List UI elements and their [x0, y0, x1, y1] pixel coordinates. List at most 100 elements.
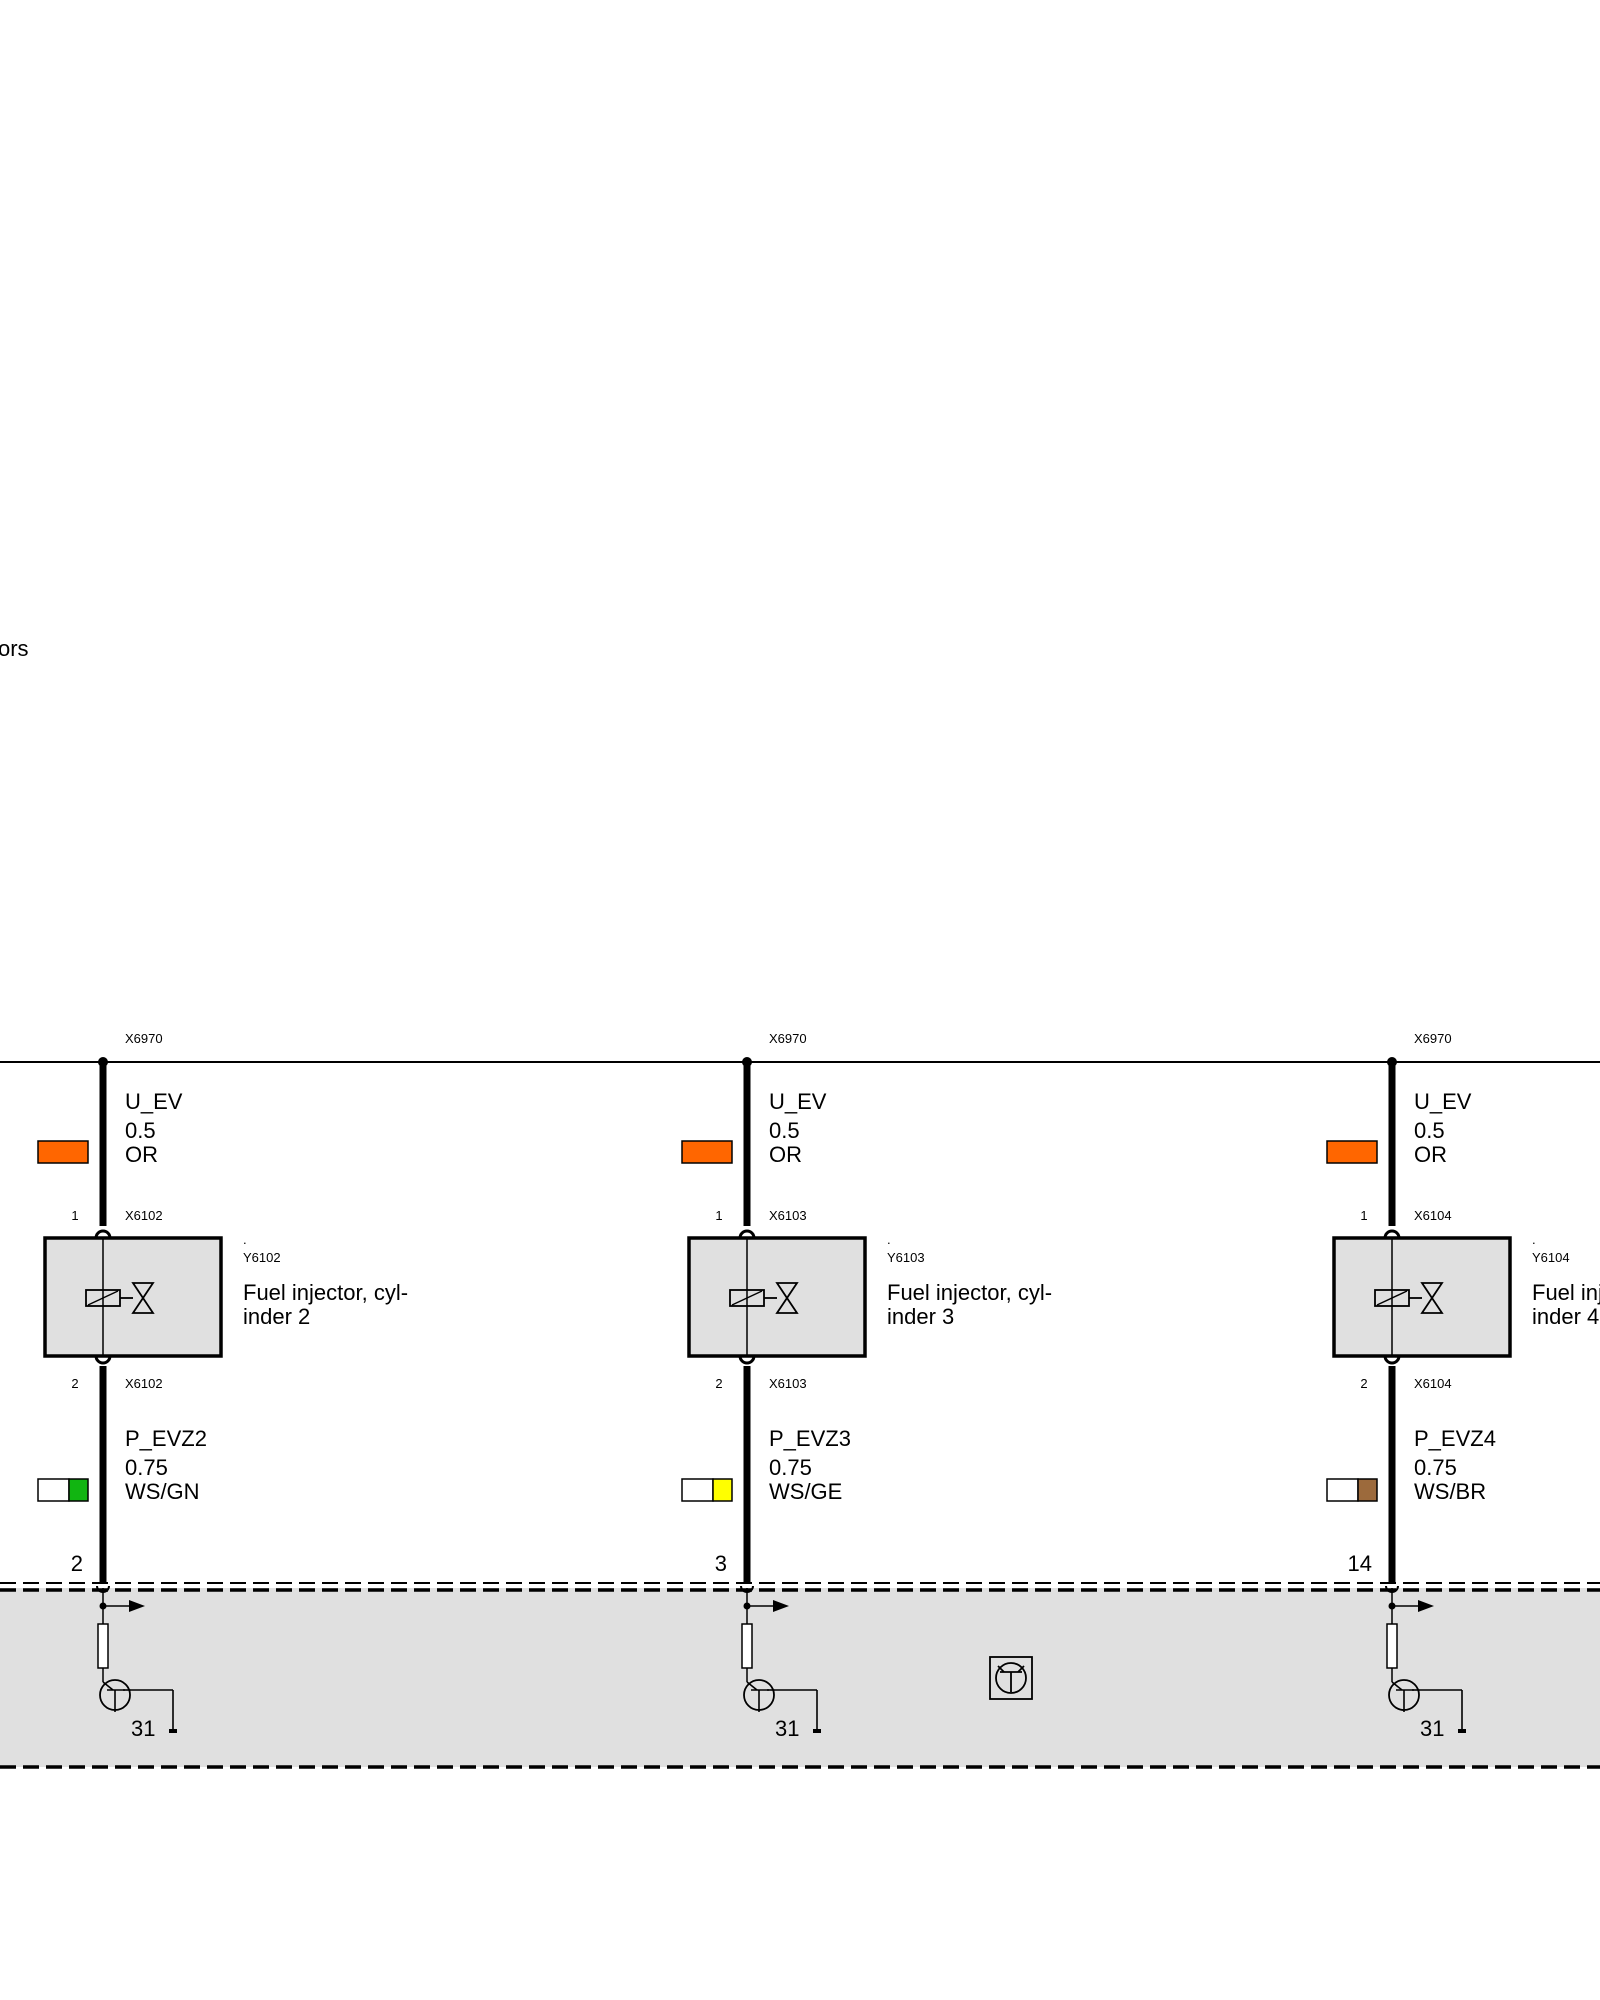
supply-wire-color-swatch	[681, 1140, 733, 1164]
ground-icon	[1458, 1729, 1466, 1733]
pin2-connector-arc	[738, 1355, 756, 1365]
output-wire-color-swatch	[681, 1478, 733, 1502]
supply-connector-label: X6970	[1414, 1031, 1452, 1046]
supply-wire-color-swatch	[1326, 1140, 1378, 1164]
diagram-title-fragment: ors	[0, 636, 29, 661]
ground-pin-label: 31	[131, 1716, 155, 1741]
component-marker: .	[887, 1232, 891, 1247]
output-signal-name: P_EVZ4	[1414, 1426, 1496, 1451]
wire-color-segment	[681, 1140, 733, 1164]
supply-signal-name: U_EV	[769, 1089, 827, 1114]
supply-wire-size: 0.5	[769, 1118, 800, 1143]
pin1-connector-label: X6103	[769, 1208, 807, 1223]
supply-wire-size: 0.5	[1414, 1118, 1445, 1143]
component-marker: .	[1532, 1232, 1536, 1247]
output-signal-name: P_EVZ2	[125, 1426, 207, 1451]
resistor-icon	[1386, 1623, 1398, 1669]
output-signal-name: P_EVZ3	[769, 1426, 851, 1451]
pin2-connector-label: X6102	[125, 1376, 163, 1391]
supply-connector-label: X6970	[769, 1031, 807, 1046]
component-id-label: Y6103	[887, 1250, 925, 1265]
pin1-number: 1	[71, 1208, 78, 1223]
ecu-transistor-symbol-icon	[989, 1656, 1033, 1700]
ground-icon	[169, 1729, 177, 1733]
ground-pin-label: 31	[775, 1716, 799, 1741]
supply-wire-color-swatch	[37, 1140, 89, 1164]
pin2-number: 2	[1360, 1376, 1367, 1391]
ecu-pin-number: 2	[71, 1551, 83, 1576]
pin1-connector-label: X6102	[125, 1208, 163, 1223]
pin2-number: 2	[715, 1376, 722, 1391]
output-wire-size: 0.75	[1414, 1455, 1457, 1480]
component-description: Fuel inj	[1532, 1280, 1600, 1305]
wire-color-segment	[68, 1478, 89, 1502]
injector-component-box	[43, 1236, 223, 1358]
ecu-pin-number: 3	[715, 1551, 727, 1576]
supply-wire-size: 0.5	[125, 1118, 156, 1143]
component-id-label: Y6104	[1532, 1250, 1570, 1265]
wire-color-segment	[1357, 1478, 1378, 1502]
wire-color-segment	[37, 1140, 89, 1164]
resistor-icon	[741, 1623, 753, 1669]
ecu-driver-circuit: 31	[1385, 1585, 1466, 1741]
pin2-connector-arc	[94, 1355, 112, 1365]
injector-component-box	[1332, 1236, 1512, 1358]
pin2-connector-label: X6104	[1414, 1376, 1452, 1391]
pin2-connector-label: X6103	[769, 1376, 807, 1391]
pin1-number: 1	[1360, 1208, 1367, 1223]
output-wire-color-swatch	[1326, 1478, 1378, 1502]
supply-signal-name: U_EV	[1414, 1089, 1472, 1114]
component-description: inder 3	[887, 1304, 954, 1329]
wire-color-segment	[1326, 1140, 1378, 1164]
component-id-label: Y6102	[243, 1250, 281, 1265]
solenoid-valve-icon	[85, 1282, 155, 1314]
component-description: Fuel injector, cyl-	[243, 1280, 408, 1305]
solenoid-valve-icon	[729, 1282, 799, 1314]
output-wire-color-swatch	[37, 1478, 89, 1502]
pin1-number: 1	[715, 1208, 722, 1223]
pin1-connector-arc	[1383, 1229, 1401, 1239]
output-wire-size: 0.75	[769, 1455, 812, 1480]
wire-color-segment	[37, 1478, 70, 1502]
output-wire-color-code: WS/BR	[1414, 1479, 1486, 1504]
component-description: inder 2	[243, 1304, 310, 1329]
pin1-connector-arc	[94, 1229, 112, 1239]
supply-wire-color-code: OR	[769, 1142, 802, 1167]
arrow-right-icon	[773, 1600, 789, 1612]
arrow-right-icon	[129, 1600, 145, 1612]
output-wire-color-code: WS/GE	[769, 1479, 842, 1504]
ecu-driver-circuit: 31	[96, 1585, 177, 1741]
supply-connector-label: X6970	[125, 1031, 163, 1046]
transistor-collector	[102, 1681, 114, 1691]
solenoid-valve-icon	[1374, 1282, 1444, 1314]
ground-icon	[813, 1729, 821, 1733]
output-wire-size: 0.75	[125, 1455, 168, 1480]
component-marker: .	[243, 1232, 247, 1247]
ecu-driver-circuit: 31	[740, 1585, 821, 1741]
wire-color-segment	[1326, 1478, 1359, 1502]
wire-color-segment	[681, 1478, 714, 1502]
ecu-pin-number: 14	[1348, 1551, 1372, 1576]
component-description: Fuel injector, cyl-	[887, 1280, 1052, 1305]
arrow-right-icon	[1418, 1600, 1434, 1612]
pin2-number: 2	[71, 1376, 78, 1391]
pin1-connector-arc	[738, 1229, 756, 1239]
injector-component-box	[687, 1236, 867, 1358]
resistor-icon	[97, 1623, 109, 1669]
supply-wire-color-code: OR	[1414, 1142, 1447, 1167]
transistor-collector	[1391, 1681, 1403, 1691]
transistor-collector	[746, 1681, 758, 1691]
pin2-connector-arc	[1383, 1355, 1401, 1365]
ground-pin-label: 31	[1420, 1716, 1444, 1741]
supply-signal-name: U_EV	[125, 1089, 183, 1114]
component-description: inder 4	[1532, 1304, 1599, 1329]
pin1-connector-label: X6104	[1414, 1208, 1452, 1223]
output-wire-color-code: WS/GN	[125, 1479, 200, 1504]
wire-color-segment	[712, 1478, 733, 1502]
ecu-housing	[0, 1588, 1600, 1767]
